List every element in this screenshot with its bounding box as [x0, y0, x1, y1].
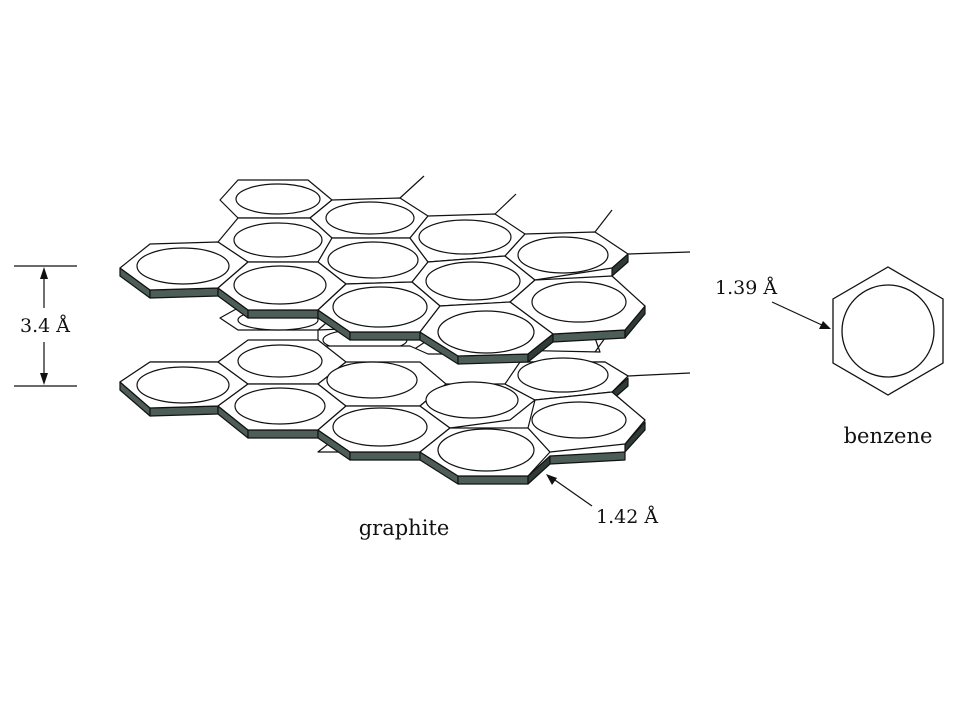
benzene-bond-label: 1.39 Å	[715, 277, 777, 299]
benzene-caption: benzene	[844, 424, 933, 448]
layer-spacing-dimension	[14, 265, 77, 387]
benzene-ring	[832, 266, 944, 396]
graphite-upper-layer	[119, 175, 691, 365]
graphite-bond-arrow	[546, 474, 593, 507]
graphite-bond-label: 1.42 Å	[596, 506, 658, 528]
layer-spacing-label: 3.4 Å	[20, 315, 70, 337]
graphite-caption: graphite	[359, 516, 450, 540]
graphite-lower-layer	[119, 307, 691, 485]
benzene-bond-arrow	[771, 301, 831, 329]
